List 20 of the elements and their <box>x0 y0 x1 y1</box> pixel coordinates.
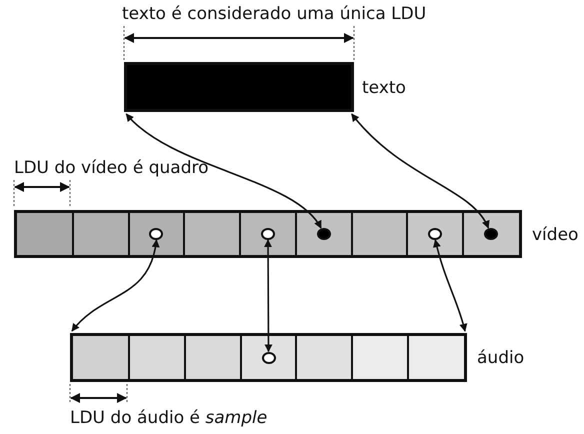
dimension-label: LDU do vídeo é quadro <box>14 158 208 178</box>
sync-point-dot <box>261 228 275 240</box>
dimension-label: texto é considerado uma única LDU <box>122 4 426 24</box>
video-frames-bar <box>14 210 522 258</box>
sync-point-dot <box>149 228 164 240</box>
track-label: vídeo <box>532 225 578 245</box>
audio-samples-bar <box>70 333 467 382</box>
sync-arrow <box>264 239 272 352</box>
text-bar <box>124 62 354 112</box>
sync-arrow <box>351 113 490 229</box>
sync-point-dot <box>484 228 498 240</box>
sync-point-dot <box>262 352 276 364</box>
sync-arrow <box>433 239 468 332</box>
sync-arrow <box>71 239 160 332</box>
sync-point-dot <box>316 228 331 240</box>
track-label: texto <box>362 78 406 98</box>
sync-arrow <box>126 113 322 229</box>
track-label: áudio <box>477 348 524 368</box>
dimension-label: LDU do áudio é sample <box>70 408 268 428</box>
sync-point-dot <box>428 228 442 240</box>
